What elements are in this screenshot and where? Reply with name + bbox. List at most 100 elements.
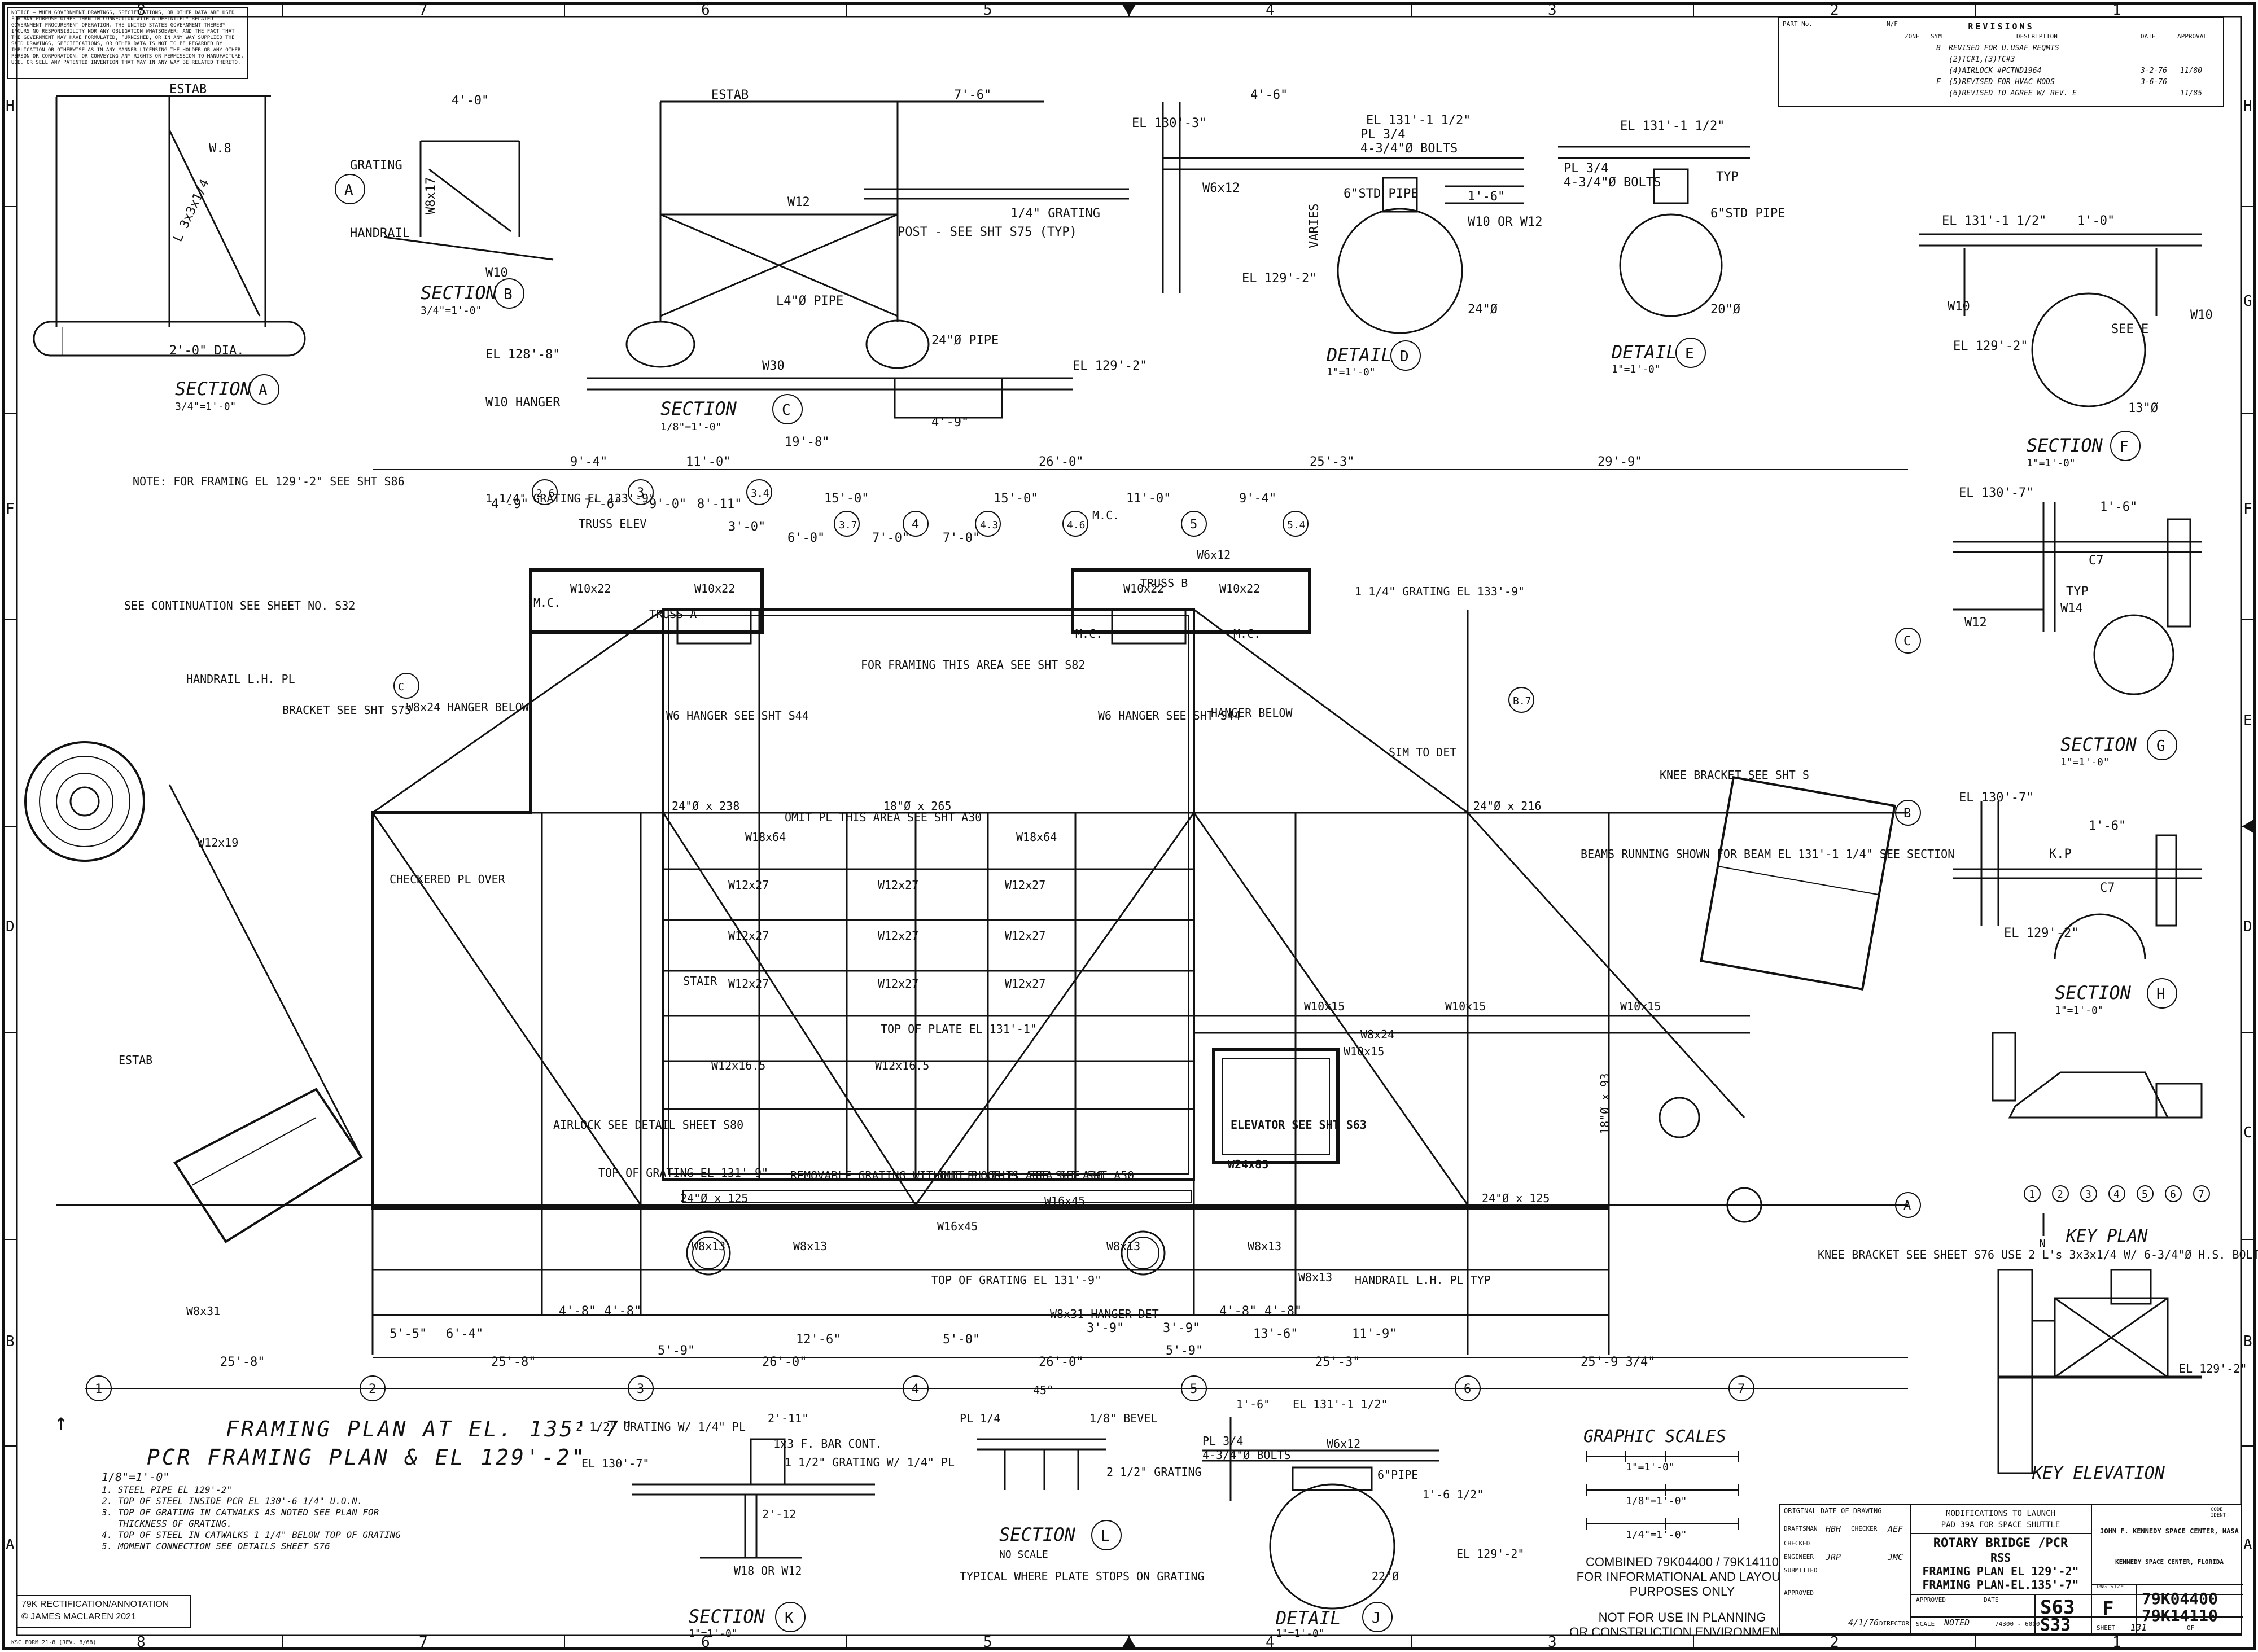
svg-text:2'-12: 2'-12 [762, 1508, 796, 1521]
svg-text:K.P: K.P [2049, 847, 2072, 861]
svg-text:W12x27: W12x27 [878, 977, 918, 991]
svg-text:19'-8": 19'-8" [785, 435, 829, 449]
svg-text:K: K [785, 1610, 794, 1627]
svg-text:EL 129'-2": EL 129'-2" [1953, 339, 2028, 353]
detail-d-labels: 4'-6" PL 3/4 4-3/4"Ø BOLTS EL 131'-1 1/2… [1202, 88, 1542, 378]
section-b-view [383, 140, 554, 261]
pcr-framing-plan-title: PCR FRAMING PLAN & EL 129'-2" [147, 1445, 587, 1470]
detail-e-bubble [1675, 338, 1706, 368]
col-label-bottom: 3 [1548, 1634, 1557, 1651]
svg-text:4'-9": 4'-9" [931, 415, 969, 430]
svg-text:W12x27: W12x27 [728, 977, 769, 991]
section-a-bubble [249, 374, 279, 405]
svg-text:W10x15: W10x15 [1304, 1000, 1345, 1013]
svg-text:W12x27: W12x27 [728, 878, 769, 892]
svg-text:HANGER BELOW: HANGER BELOW [1211, 706, 1293, 720]
row-label-left: F [6, 501, 15, 518]
form-number: KSC FORM 21-8 (REV. 8/68) [11, 1640, 97, 1646]
svg-text:4'-8": 4'-8" [1264, 1304, 1302, 1318]
rev-row-desc: (4)AIRLOCK #PCTND1964 [1949, 67, 2042, 75]
plan-top-dimensions: 9'-4" 11'-0" 26'-0" 25'-3" 29'-9" 4'-9" … [491, 455, 1642, 545]
svg-text:W12x19: W12x19 [198, 836, 238, 849]
tb-agency-1: JOHN F. KENNEDY SPACE CENTER, NASA [2100, 1527, 2239, 1535]
svg-text:ESTAB: ESTAB [169, 82, 207, 97]
tb-draftsman: HBH [1826, 1524, 1841, 1534]
row-label-left: H [6, 98, 15, 115]
svg-text:1'-6": 1'-6" [2089, 819, 2126, 833]
section-f-view [1919, 233, 2202, 407]
svg-text:FOR FRAMING THIS AREA SEE SHT: FOR FRAMING THIS AREA SEE SHT S82 [861, 658, 1085, 672]
svg-text:26'-0": 26'-0" [1039, 1355, 1083, 1369]
svg-text:3'-9": 3'-9" [1163, 1321, 1200, 1335]
svg-text:NOTE: FOR FRAMING EL 129'-2" S: NOTE: FOR FRAMING EL 129'-2" SEE SHT S86 [133, 475, 405, 488]
svg-text:1: 1 [2029, 1189, 2035, 1200]
svg-text:6: 6 [2170, 1189, 2176, 1200]
svg-text:4-3/4"Ø BOLTS: 4-3/4"Ø BOLTS [1202, 1448, 1291, 1462]
bottom-center-arrow [1122, 1636, 1136, 1647]
svg-text:1/4" GRATING: 1/4" GRATING [1010, 207, 1100, 221]
svg-text:W18x64: W18x64 [1016, 830, 1057, 844]
svg-text:6: 6 [1464, 1382, 1471, 1396]
svg-text:GRATING: GRATING [350, 159, 402, 173]
svg-text:W10: W10 [1948, 300, 1970, 314]
svg-text:24"Ø PIPE: 24"Ø PIPE [931, 334, 999, 348]
svg-text:SECTION: SECTION [2055, 982, 2132, 1004]
svg-text:CHECKERED PL OVER: CHECKERED PL OVER [390, 873, 506, 886]
svg-text:SECTION: SECTION [2060, 734, 2137, 755]
svg-text:3: 3 [2085, 1189, 2091, 1200]
svg-text:W6x12: W6x12 [1327, 1437, 1360, 1451]
tb-engineer: JRP [1826, 1552, 1841, 1562]
svg-text:KNEE BRACKET SEE SHT S: KNEE BRACKET SEE SHT S [1660, 768, 1809, 782]
graphic-scales-labels: GRAPHIC SCALES 1"=1'-0" 1/8"=1'-0" 1/4"=… [1583, 1427, 1726, 1541]
svg-text:PL 3/4: PL 3/4 [1202, 1434, 1243, 1448]
svg-text:2: 2 [369, 1382, 376, 1396]
tb-checked-label: CHECKED [1784, 1540, 1810, 1547]
svg-text:B: B [504, 286, 513, 303]
grid-bubble-labels: 1 2 3 4 5 6 7 2.6 3.4 3.7 4.3 4.6 5.4 A … [95, 486, 1911, 1396]
svg-text:SECTION: SECTION [175, 378, 252, 400]
svg-text:POST - SEE SHT S75 (TYP): POST - SEE SHT S75 (TYP) [898, 225, 1077, 239]
svg-text:1/8" BEVEL: 1/8" BEVEL [1089, 1412, 1157, 1425]
svg-text:6'-4": 6'-4" [446, 1327, 483, 1341]
svg-text:SECTION: SECTION [689, 1606, 765, 1627]
col-label-bottom: 7 [419, 1634, 428, 1651]
svg-text:EL 130'-7": EL 130'-7" [1959, 486, 2033, 500]
section-c-labels: ESTAB 7'-6" W12 1/4" GRATING POST - SEE … [485, 88, 1206, 449]
tb-draftsman-label: DRAFTSMAN [1784, 1525, 1818, 1532]
svg-text:G: G [2156, 738, 2165, 755]
svg-text:HANDRAIL L.H. PL TYP: HANDRAIL L.H. PL TYP [1355, 1273, 1491, 1287]
rev-col-approval: APPROVAL [2177, 33, 2207, 40]
rev-row-approval: 11/80 [2180, 67, 2203, 75]
col-label-bottom: 2 [1830, 1634, 1839, 1651]
svg-text:5: 5 [1190, 1382, 1197, 1396]
tb-title-c: FRAMING PLAN EL 129'-2" [1922, 1565, 2079, 1578]
key-plan-view [1992, 1032, 2203, 1119]
svg-text:A: A [344, 182, 353, 199]
svg-text:HANDRAIL: HANDRAIL [350, 226, 410, 240]
svg-text:25'-8": 25'-8" [491, 1355, 536, 1369]
svg-text:W10x15: W10x15 [1344, 1045, 1384, 1058]
row-label-left: A [6, 1536, 15, 1553]
svg-text:7'-6": 7'-6" [954, 88, 991, 102]
svg-text:PL 1/4: PL 1/4 [960, 1412, 1000, 1425]
tb-sheet-no-2: S33 [2040, 1615, 2071, 1635]
svg-text:NO SCALE: NO SCALE [999, 1549, 1048, 1561]
svg-text:W8x13: W8x13 [793, 1239, 827, 1253]
border-ticks [3, 3, 2255, 1649]
svg-text:1"=1'-0": 1"=1'-0" [1626, 1461, 1675, 1473]
svg-text:W10x15: W10x15 [1620, 1000, 1661, 1013]
svg-text:C: C [398, 681, 404, 693]
svg-text:20"Ø: 20"Ø [1710, 303, 1740, 317]
svg-text:DETAIL: DETAIL [1326, 344, 1392, 366]
svg-text:5'-0": 5'-0" [943, 1333, 980, 1347]
svg-text:1'-0": 1'-0" [2077, 214, 2115, 228]
border-labels: 8 7 6 5 4 3 2 1 8 7 6 5 4 3 2 1 H G F E … [6, 2, 2252, 1651]
tb-engineer2: JMC [1888, 1552, 1903, 1562]
svg-text:F: F [2120, 439, 2129, 455]
svg-text:B: B [1903, 807, 1911, 821]
tb-original-date: ORIGINAL DATE OF DRAWING [1784, 1507, 1882, 1515]
detail-j-view [1202, 1417, 1439, 1610]
rev-row-approval: 11/85 [2180, 89, 2203, 98]
svg-text:W18 OR W12: W18 OR W12 [734, 1564, 802, 1577]
svg-text:25'-9 3/4": 25'-9 3/4" [1581, 1355, 1655, 1369]
